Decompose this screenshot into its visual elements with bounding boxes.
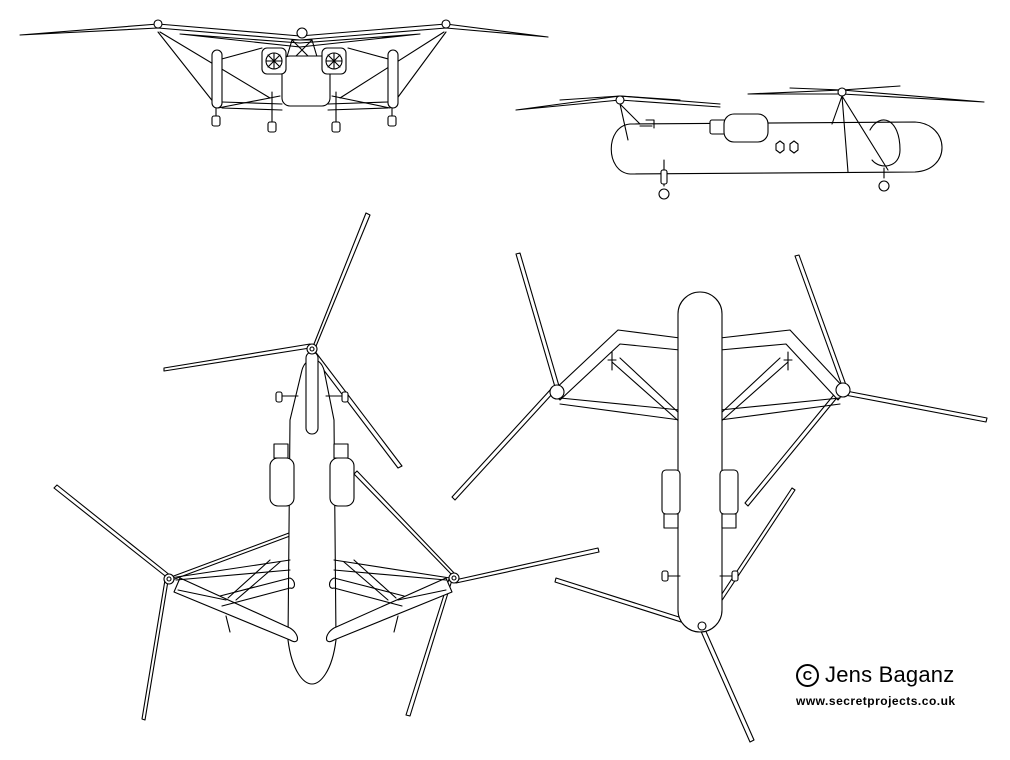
plan-right-fuselage [677,291,723,633]
front-right-nacelle [387,49,399,109]
plan-right-struts [559,351,841,425]
plan-right-front-hub [697,621,707,631]
plan-right-left-intake [663,513,679,529]
side-front-wheel [878,180,890,192]
plan-right-right-intake [721,513,737,529]
side-cockpit [869,119,901,167]
credit-block: C Jens Baganz www.secretprojects.co.uk [796,662,986,708]
front-fuselage [281,55,331,107]
plan-right-outrigger-boom [325,577,453,643]
front-view-struts [157,31,447,111]
side-porthole [789,140,799,154]
side-view-rotor-blades [515,85,985,111]
front-left-nacelle [211,49,223,109]
plan-right-engine-intake [333,443,349,459]
side-rear-rotor-hub [615,95,625,105]
front-right-engine-intake [321,47,347,75]
side-front-rotor-hub [837,87,847,97]
plan-right-right-hub [835,382,851,398]
plan-left-front-hub [306,343,318,355]
plan-view-right [451,252,988,743]
plan-left-starboard-hub [448,572,460,584]
plan-view-left [53,212,600,721]
plan-left-engine-intake [273,443,289,459]
front-left-rotor-hub [153,19,163,29]
author-name: Jens Baganz [825,662,955,687]
plan-left-pylon [305,351,319,435]
plan-right-rotor-blades [451,252,988,743]
front-view-landing-gear [211,91,397,133]
side-porthole [775,140,785,154]
plan-right-engine-pod [329,457,355,507]
side-view-struts [619,95,889,173]
front-center-rotor-hub [296,27,308,39]
front-right-rotor-hub [441,19,451,29]
front-left-engine-intake [261,47,287,75]
front-view [19,19,549,133]
side-rear-wheel [658,188,670,200]
plan-left-engine-pod [269,457,295,507]
website-credit: www.secretprojects.co.uk [796,694,956,708]
plan-right-left-hub [549,384,565,400]
plan-left-port-hub [163,573,175,585]
plan-right-right-engine-pod [719,469,739,515]
plan-left-struts [169,559,451,633]
plan-left-rotor-blades [53,212,600,721]
plan-right-left-engine-pod [661,469,681,515]
copyright-symbol: C [796,664,819,687]
side-view [515,85,985,200]
plan-left-outrigger-boom [173,577,299,643]
author-credit: C Jens Baganz [796,662,986,688]
side-engine-pod [723,113,769,143]
front-view-rotor-blades [19,23,549,48]
